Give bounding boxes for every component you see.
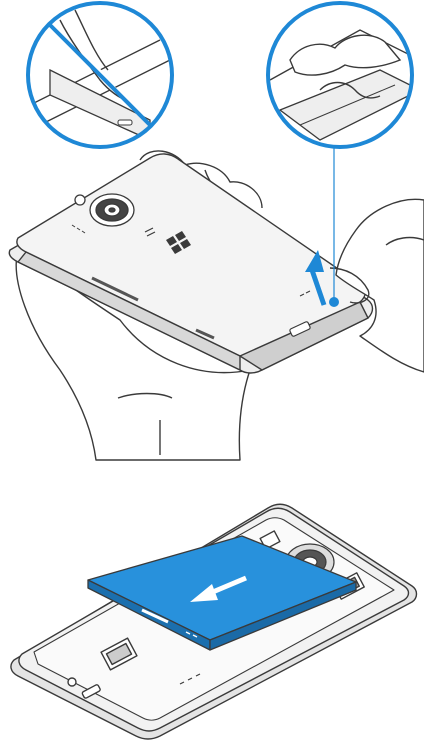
callout-lift-point bbox=[268, 3, 420, 147]
top-panel bbox=[9, 3, 424, 460]
callout-wrong-grip bbox=[20, 3, 172, 147]
bottom-panel bbox=[11, 504, 417, 739]
